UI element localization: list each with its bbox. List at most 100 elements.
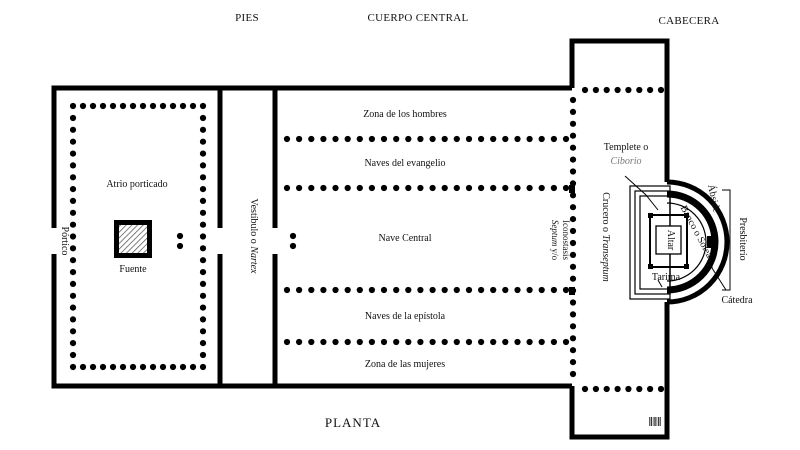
transept-column [581,385,589,393]
nave-column [490,286,497,294]
nave-column [429,184,436,192]
transept-wall-outline [569,38,670,440]
nave-column [405,184,412,192]
scale-mark-icon: ǁǁǁ [649,414,662,429]
nave-column [453,338,460,346]
atrium-column [199,328,207,335]
label-presbiterio: Presbiterio [737,217,748,260]
nave-column [514,135,521,143]
nave-column [356,184,363,192]
nave-column [453,184,460,192]
nave-column [465,338,473,346]
nave-column [441,286,448,294]
nave-column [344,286,351,294]
nave-column [550,338,558,346]
narthex-door-column [289,232,297,240]
label-tarima: Tarima [652,272,681,283]
nave-column [562,184,570,192]
nave-column [320,286,327,294]
nave-column [526,338,533,346]
atrium-column [199,233,207,240]
atrium-column [129,102,137,110]
atrium-column [69,102,77,110]
atrium-door-column [176,232,184,240]
label-zona-hombres: Zona de los hombres [363,109,447,120]
atrium-column [119,363,127,371]
atrium-column [159,102,167,110]
iconostasis-column [569,132,577,139]
atrium-column [99,102,107,110]
atrium-column [199,304,207,311]
label-fuente: Fuente [119,264,147,275]
atrium-column [199,197,207,204]
atrium-column [199,174,207,181]
templete-frame [649,214,688,268]
label-naves-evangelio: Naves del evangelio [364,158,445,169]
iconostasis-column [569,275,577,282]
transept-column [657,385,665,393]
atrium-column [79,102,87,110]
label-catedra: Cátedra [721,295,753,306]
atrium-column [69,221,77,228]
atrium-column [69,114,77,122]
transept-column [603,385,610,393]
nave-column [514,338,521,346]
atrium-column [69,197,77,204]
nave-column [332,286,339,294]
nave-column [368,286,375,294]
nave-column [380,184,388,192]
atrium-column [189,363,197,371]
nave-column [478,286,485,294]
atrium-column [129,363,137,371]
nave-column [526,286,533,294]
nave-column [296,338,303,346]
transept-column [592,86,600,94]
transept-column [636,385,643,393]
label-vestibulo: Vestíbulo o Nartex [248,199,259,275]
nave-column [308,286,315,294]
label-crucero: Crucero o Transeptum [600,192,611,281]
nave-column [453,135,460,143]
nave-column [465,286,473,294]
nave-column [368,338,375,346]
nave-column [526,135,533,143]
nave-column [478,135,485,143]
nave-column [453,286,460,294]
column-rows [69,86,665,393]
label-ciborio: Ciborio [610,156,641,167]
iconostasis-column [569,108,577,115]
crucero-text: Crucero o [600,192,611,234]
nave-column [405,135,412,143]
label-nave-central: Nave Central [378,233,431,244]
nave-column [283,135,291,143]
nave-column [538,286,545,294]
nave-column [538,135,545,143]
section-label-pies: PIES [235,12,259,24]
nave-column [344,135,351,143]
iconostasis-column [569,347,577,354]
atrium-column [79,363,87,371]
atrium-column [199,363,207,371]
atrium-column [189,102,197,110]
apse-bench [666,190,719,294]
atrium-column [199,209,207,216]
transept-column [581,86,589,94]
templete-column-ne [684,213,689,218]
nave-column [332,184,339,192]
vestibulo-italic: Nartex [248,245,259,274]
catedra-pointer [711,247,727,291]
atrium-column [199,269,207,276]
nave-column [283,184,291,192]
atrium-column [69,174,77,181]
transept-column [647,86,654,94]
nave-column [380,338,388,346]
atrium-column [69,292,77,299]
nave-column [308,135,315,143]
label-pointers [624,175,731,291]
apse [629,179,730,305]
iconostasis-column [569,359,577,366]
nave-column [417,184,424,192]
iconostasis-column [569,370,577,378]
transept-column [625,86,632,94]
